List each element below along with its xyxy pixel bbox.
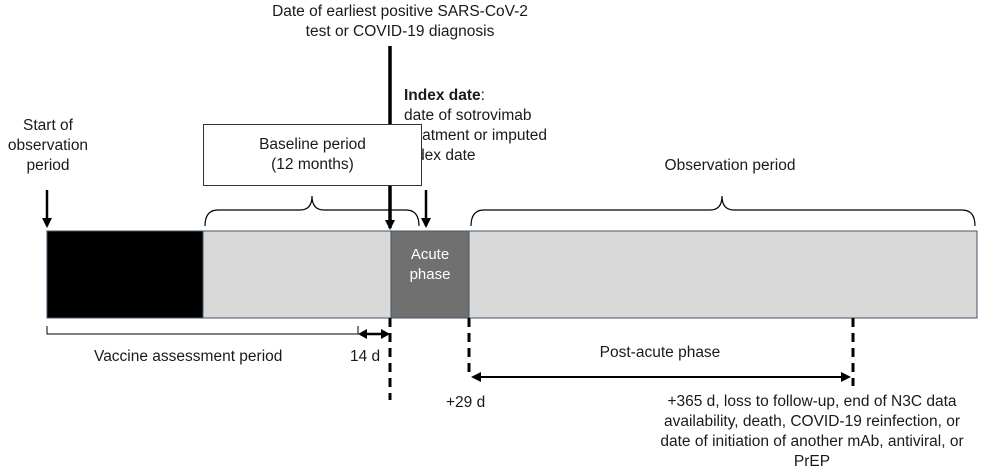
- baseline-line2: (12 months): [271, 156, 354, 173]
- post-acute-arrow-right-head: [841, 372, 851, 382]
- observation-brace: [470, 195, 976, 227]
- earliest-test-line1: Date of earliest positive SARS-CoV-2: [272, 3, 528, 20]
- end-line1: +365 d, loss to follow-up, end of N3C da…: [667, 393, 957, 410]
- vaccine-segment: [46, 230, 204, 319]
- index-date-title: Index date: [404, 87, 481, 104]
- index-date-line4: index date: [404, 147, 476, 164]
- end-line3: date of initiation of another mAb, antiv…: [660, 433, 964, 450]
- acute-line2: phase: [409, 266, 451, 283]
- observation-period-label: Observation period: [664, 157, 796, 174]
- end-criteria-label: +365 d, loss to follow-up, end of N3C da…: [628, 392, 996, 472]
- index-date-line2: date of sotrovimab: [404, 107, 532, 124]
- baseline-brace: [204, 195, 420, 227]
- acute-line1: Acute: [410, 246, 450, 263]
- post-acute-phase-label: Post-acute phase: [599, 344, 721, 361]
- baseline-period-box: Baseline period (12 months): [203, 124, 422, 186]
- start-line1: Start of: [23, 117, 73, 134]
- earliest-test-line2: test or COVID-19 diagnosis: [305, 23, 495, 40]
- index-date-line3: treatment or imputed: [404, 127, 548, 144]
- observation-segment: [468, 230, 978, 319]
- baseline-line1: Baseline period: [259, 136, 366, 153]
- vaccine-assessment-label: Vaccine assessment period: [94, 348, 283, 365]
- fourteen-day-arrow-left-head: [358, 329, 367, 339]
- vaccine-assessment-brace: [46, 326, 359, 335]
- start-of-observation-label: Start of observation period: [0, 116, 96, 176]
- post-acute-arrow-left-head: [471, 372, 481, 382]
- baseline-segment: [202, 230, 392, 319]
- index-date-colon: :: [480, 87, 485, 104]
- end-line2: availability, death, COVID-19 reinfectio…: [663, 413, 961, 430]
- start-line2: observation: [7, 137, 89, 154]
- start-line3: period: [26, 157, 70, 174]
- acute-phase-label: Acute phase: [391, 245, 469, 285]
- acute-segment: [390, 230, 470, 319]
- end-line4: PrEP: [793, 453, 831, 470]
- fourteen-day-arrow-right-head: [381, 329, 390, 339]
- plus29-label: +29 d: [446, 394, 486, 411]
- earliest-test-label: Date of earliest positive SARS-CoV-2 tes…: [220, 2, 580, 42]
- index-date-label: Index date: date of sotrovimab treatment…: [404, 86, 604, 166]
- fourteen-days-label: 14 d: [350, 348, 381, 365]
